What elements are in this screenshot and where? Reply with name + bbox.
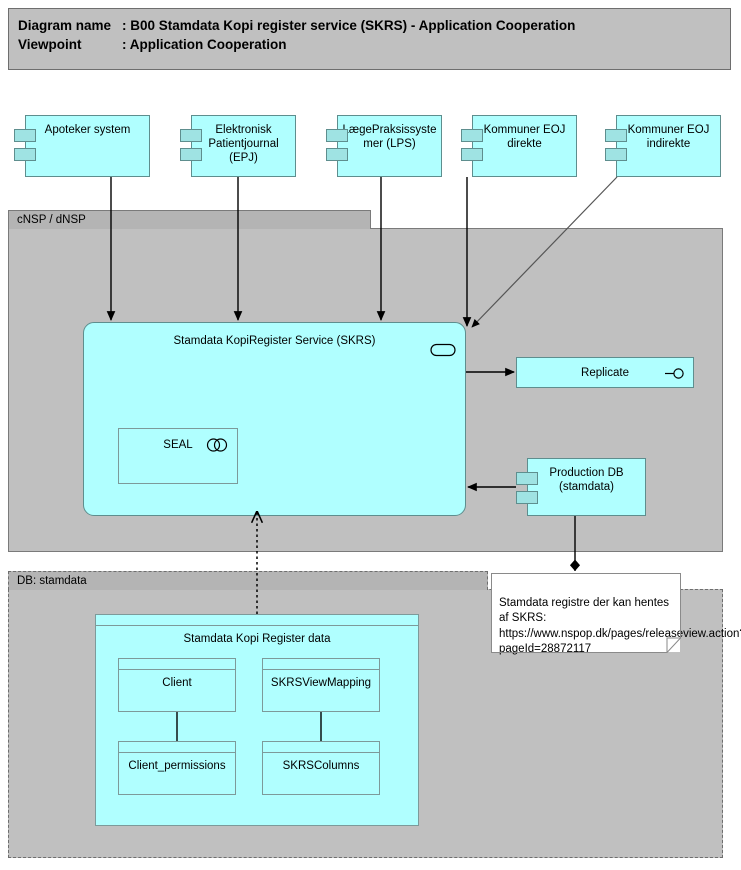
component-port-icon [180,129,202,142]
data-object-header-bar [263,659,379,670]
data-object-skrs-view-mapping-label: SKRSViewMapping [270,677,372,689]
viewpoint-line: Viewpoint : Application Cooperation [18,35,730,54]
data-object-client-permissions[interactable]: Client_permissions [118,741,236,795]
application-service-skrs-label: Stamdata KopiRegister Service (SKRS) [173,335,376,347]
diagram-name-line: Diagram name : B00 Stamdata Kopi register… [18,16,730,35]
component-kommuner-eoj-indirekte-body: Kommuner EOJ indirekte [616,115,721,177]
component-port-icon [461,148,483,161]
component-lps-body: LægePraksissyste mer (LPS) [337,115,442,177]
component-port-icon [14,129,36,142]
application-collaboration-seal-label: SEAL [163,439,193,451]
diagram-header: Diagram name : B00 Stamdata Kopi register… [8,8,731,70]
component-port-icon [605,148,627,161]
component-port-icon [326,148,348,161]
data-object-header-bar [263,742,379,753]
component-kommuner-eoj-direkte[interactable]: Kommuner EOJ direkte [461,115,577,177]
component-port-icon [516,491,538,504]
data-object-skrs-columns-label: SKRSColumns [282,760,360,772]
data-object-stamdata-kopi-register-data-label: Stamdata Kopi Register data [183,633,331,645]
component-lps[interactable]: LægePraksissyste mer (LPS) [326,115,442,177]
group-cnsp-dnsp-tab: cNSP / dNSP [8,210,371,229]
component-kommuner-eoj-direkte-label: Kommuner EOJ direkte [483,124,566,150]
application-interface-replicate[interactable]: Replicate [516,357,694,388]
viewpoint-value: : Application Cooperation [122,37,287,52]
component-port-icon [14,148,36,161]
component-production-db-body: Production DB (stamdata) [527,458,646,516]
data-object-header-bar [96,615,418,626]
data-object-client-label: Client [162,677,192,689]
application-service-skrs[interactable]: Stamdata KopiRegister Service (SKRS) [83,322,466,516]
data-object-header-bar [119,742,235,753]
diagram-name-label: Diagram name [18,18,112,33]
data-object-client[interactable]: Client [118,658,236,712]
component-port-icon [326,129,348,142]
application-interface-icon [665,368,684,379]
data-object-client-permissions-label: Client_permissions [128,760,226,772]
component-port-icon [605,129,627,142]
application-collaboration-seal[interactable]: SEAL [118,428,238,484]
component-kommuner-eoj-indirekte-label: Kommuner EOJ indirekte [627,124,710,150]
component-port-icon [461,129,483,142]
component-apoteker-system-body: Apoteker system [25,115,150,177]
viewpoint-label: Viewpoint [18,37,82,52]
component-production-db-label: Production DB (stamdata) [549,467,624,493]
data-object-header-bar [119,659,235,670]
component-epj-body: Elektronisk Patientjournal (EPJ) [191,115,296,177]
note-skrs-registry-link[interactable]: Stamdata registre der kan hentes af SKRS… [491,573,741,655]
component-lps-label: LægePraksissyste mer (LPS) [342,124,437,150]
component-epj-label: Elektronisk Patientjournal (EPJ) [208,124,279,164]
component-epj[interactable]: Elektronisk Patientjournal (EPJ) [180,115,296,177]
diagram-name-value: : B00 Stamdata Kopi register service (SK… [122,18,576,33]
application-interface-replicate-label: Replicate [581,366,629,379]
component-port-icon [516,472,538,485]
component-apoteker-system[interactable]: Apoteker system [14,115,150,177]
data-object-skrs-view-mapping[interactable]: SKRSViewMapping [262,658,380,712]
data-object-skrs-columns[interactable]: SKRSColumns [262,741,380,795]
component-port-icon [180,148,202,161]
group-db-stamdata-tab: DB: stamdata [8,571,488,590]
component-kommuner-eoj-direkte-body: Kommuner EOJ direkte [472,115,577,177]
component-apoteker-system-label: Apoteker system [44,124,131,136]
component-production-db[interactable]: Production DB (stamdata) [516,458,646,516]
component-kommuner-eoj-indirekte[interactable]: Kommuner EOJ indirekte [605,115,721,177]
